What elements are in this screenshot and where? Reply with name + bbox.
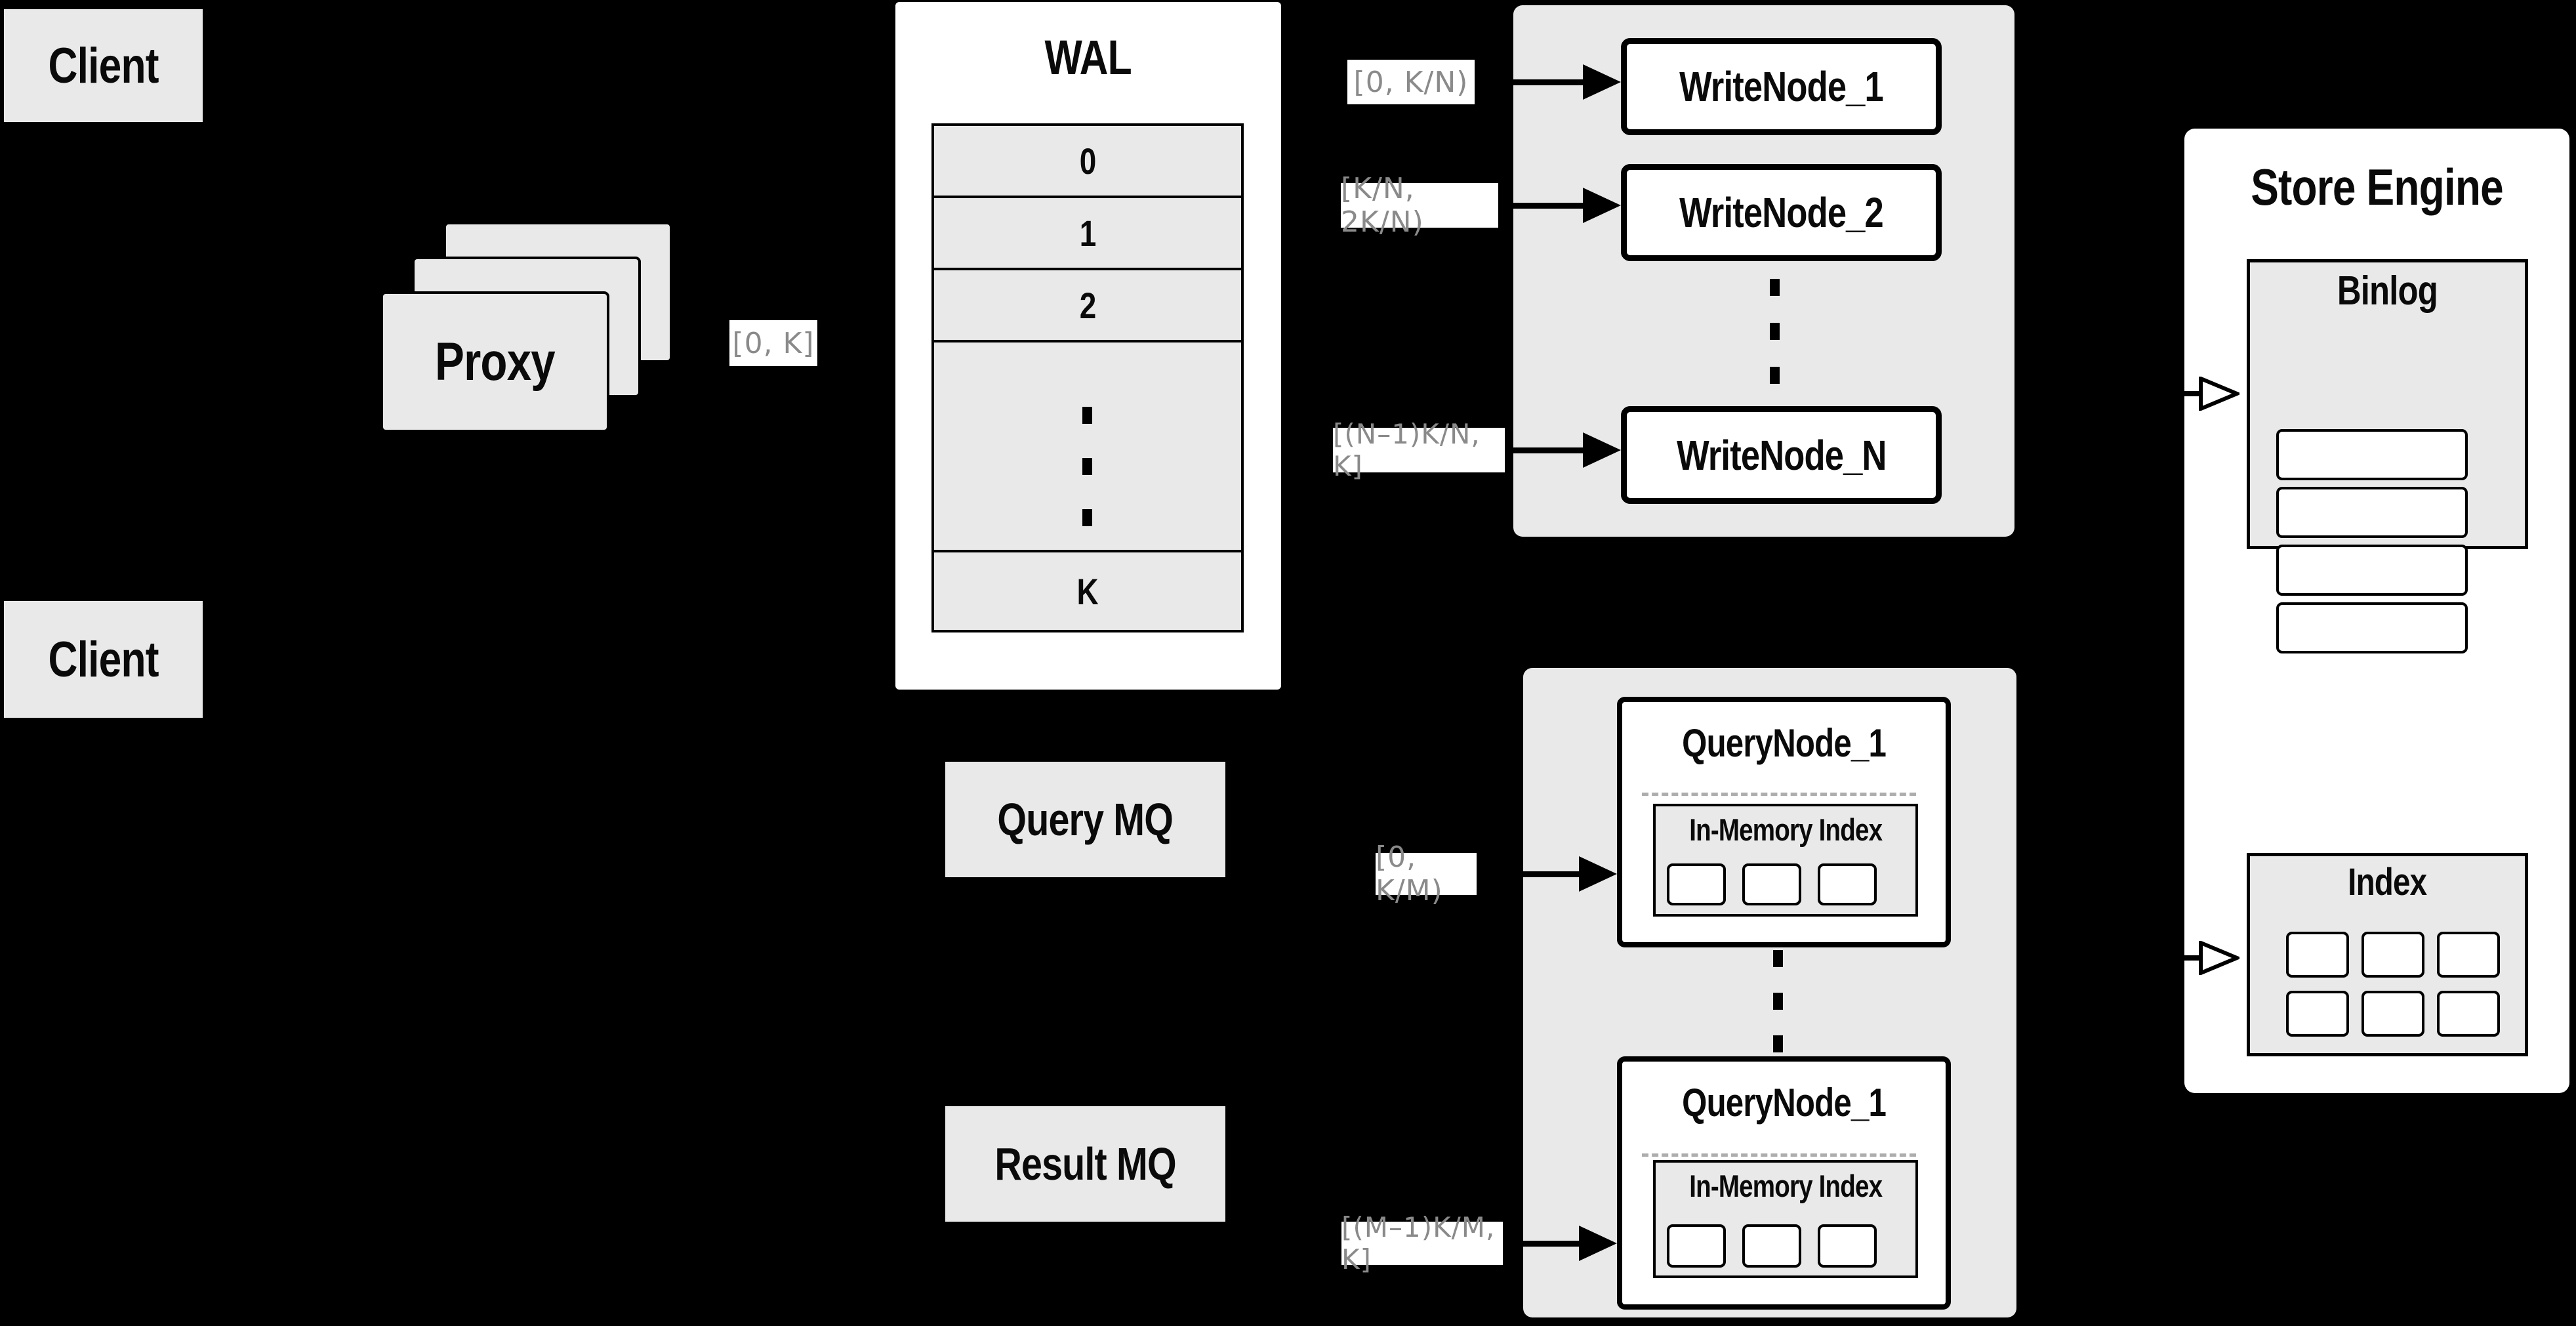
index-segment [2437,991,2500,1037]
write-node-n-label: WriteNode_N [1676,431,1887,479]
write-node-2-label: WriteNode_2 [1679,189,1884,236]
index-segment [2361,991,2424,1037]
memory-segment [1818,863,1877,905]
query-range-label-m: [(M–1)K/M, K] [1341,1211,1503,1275]
result-mq-box: Result MQ [945,1106,1225,1222]
query-range-label-1: [0, K/M) [1376,840,1477,907]
in-memory-index-title: In-Memory Index [1689,812,1883,847]
write-node-n-box: WriteNode_N [1621,406,1942,504]
client-top-label: Client [48,37,159,94]
arrow-to-write-node-2 [1498,188,1621,223]
arrow-to-query-node-2 [1503,1226,1617,1261]
wal-segment-table: 0 1 2 K [931,123,1244,632]
binlog-row [2276,487,2468,538]
memory-segment [1818,1224,1877,1268]
binlog-row [2276,429,2468,480]
index-segment [2286,932,2349,978]
store-engine-box: Store Engine Binlog Index [2184,129,2569,1093]
open-arrowhead-icon [2199,941,2239,975]
memory-segment [1667,863,1726,905]
in-memory-index-title: In-Memory Index [1689,1169,1883,1203]
arrow-to-write-node-1 [1475,64,1621,100]
wal-title: WAL [1044,30,1132,85]
binlog-title: Binlog [2337,268,2438,314]
divider-dashed [1642,793,1916,796]
wal-segment-row: K [934,552,1241,630]
write-node-1-label: WriteNode_1 [1679,63,1884,110]
write-range-label-1: [0, K/N) [1347,60,1475,104]
query-node-1-box: QueryNode_1 In-Memory Index [1617,697,1951,947]
query-mq-box: Query MQ [945,762,1225,877]
arrow-to-query-node-1 [1477,856,1617,892]
wal-ellipsis-row [934,342,1241,552]
arrow-index-load [2169,941,2239,975]
proxy-label: Proxy [435,331,556,392]
index-segment [2437,932,2500,978]
proxy-box: Proxy [380,291,609,432]
divider-dashed [1642,1153,1916,1157]
proxy-range-label: [0, K] [729,320,817,366]
query-node-1-title: QueryNode_1 [1682,721,1887,765]
query-mq-label: Query MQ [997,794,1174,845]
write-range-label-n: [(N–1)K/N, K] [1333,418,1505,482]
memory-segment [1742,863,1801,905]
store-engine-title: Store Engine [2251,158,2503,216]
query-node-2-title: QueryNode_1 [1682,1081,1887,1125]
binlog-row [2276,545,2468,596]
wal-segment-row: 2 [934,270,1241,342]
index-segment [2286,991,2349,1037]
arrow-writes-to-binlog [2169,377,2239,411]
write-node-2-box: WriteNode_2 [1621,164,1942,261]
write-node-1-box: WriteNode_1 [1621,38,1942,135]
open-arrowhead-icon [2199,377,2239,411]
index-title: Index [2348,861,2427,903]
client-bottom-box: Client [4,601,203,718]
wal-segment-row: 1 [934,198,1241,270]
result-mq-label: Result MQ [994,1138,1176,1190]
client-bottom-label: Client [48,631,159,688]
arrow-to-write-node-n [1505,432,1621,468]
client-top-box: Client [4,9,203,122]
memory-segment [1667,1224,1726,1268]
binlog-row [2276,602,2468,653]
query-node-2-box: QueryNode_1 In-Memory Index [1617,1056,1951,1310]
wal-box: WAL 0 1 2 K [895,2,1281,690]
index-segment [2361,932,2424,978]
write-range-label-2: [K/N, 2K/N) [1341,172,1498,239]
memory-segment [1742,1224,1801,1268]
wal-segment-row: 0 [934,126,1241,198]
